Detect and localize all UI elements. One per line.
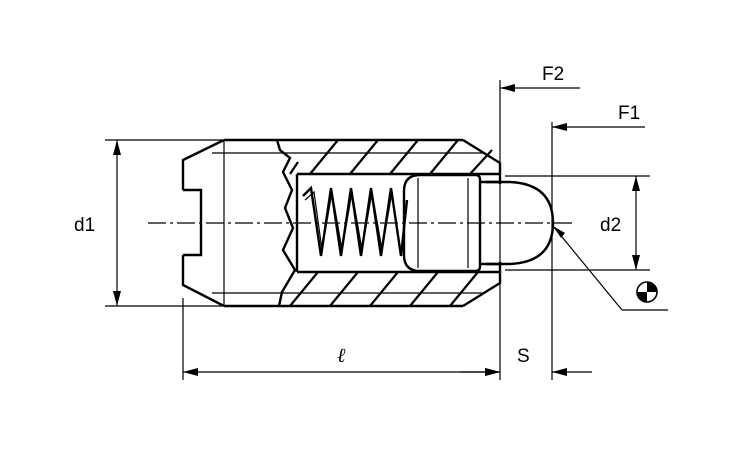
center-of-gravity-icon <box>636 281 658 303</box>
force-f2-arrow: F2 <box>500 64 580 92</box>
label-d2: d2 <box>600 215 621 236</box>
compression-spring <box>302 185 409 257</box>
dimension-length: ℓ <box>183 345 500 376</box>
label-f2: F2 <box>542 64 564 85</box>
section-break-line <box>275 139 297 307</box>
dimension-d1: d1 <box>74 140 121 306</box>
dimension-stroke: S <box>460 346 592 376</box>
center-of-gravity-callout <box>552 225 668 311</box>
label-stroke: S <box>517 346 530 367</box>
label-f1: F1 <box>618 103 640 124</box>
label-length: ℓ <box>337 345 346 367</box>
force-f1-arrow: F1 <box>552 103 645 131</box>
extension-lines <box>105 80 650 380</box>
section-hatching <box>289 139 493 307</box>
dimension-d2: d2 <box>600 176 640 270</box>
label-d1: d1 <box>74 215 95 236</box>
